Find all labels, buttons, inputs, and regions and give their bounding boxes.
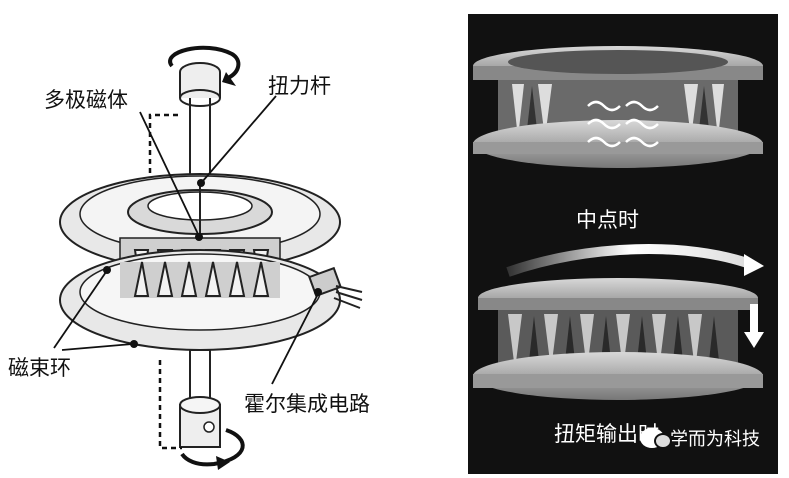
- operation-rendering: [473, 46, 764, 400]
- sensor-exploded-diagram: 多极磁体 扭力杆 磁束环 霍尔集成电路: [8, 45, 370, 470]
- label-multipole-magnet: 多极磁体: [44, 88, 128, 112]
- watermark: 学而为科技: [640, 425, 760, 451]
- label-flux-ring: 磁束环: [8, 356, 71, 380]
- wechat-icon: [640, 428, 672, 449]
- sensor-drawing: [53, 45, 363, 470]
- label-torsion-bar: 扭力杆: [268, 74, 331, 98]
- watermark-text: 学而为科技: [670, 429, 760, 450]
- label-neutral: 中点时: [576, 208, 639, 232]
- operation-photo-panel: 中点时 扭矩输出时: [468, 14, 778, 474]
- label-hall-ic: 霍尔集成电路: [244, 392, 370, 416]
